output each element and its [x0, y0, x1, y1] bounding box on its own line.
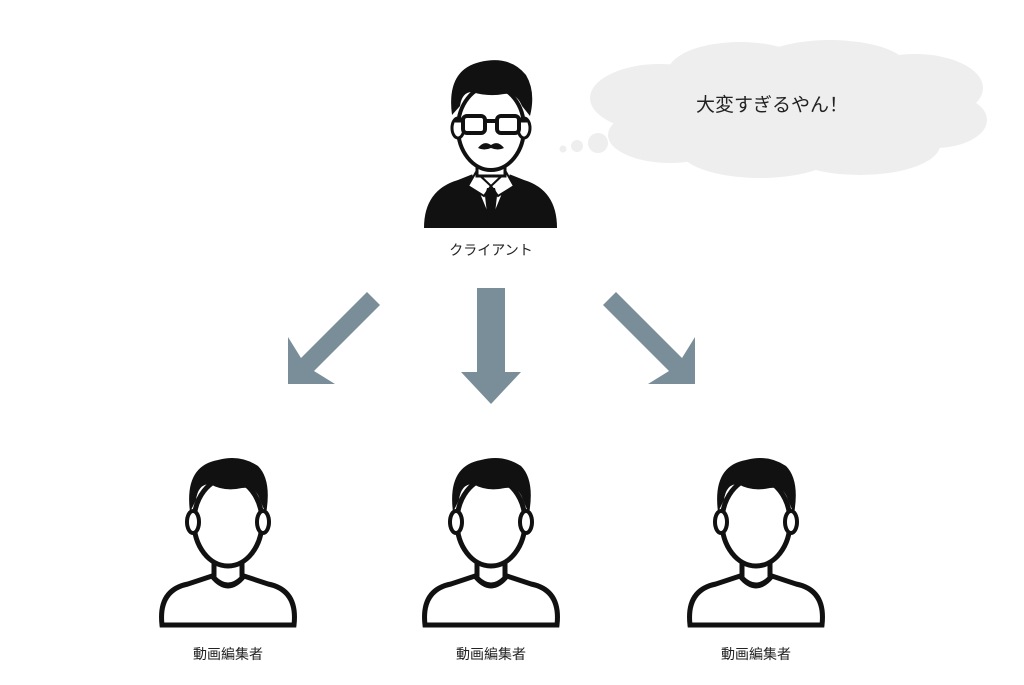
thought-dot-small	[559, 145, 567, 153]
arrow-left	[288, 292, 380, 384]
businessman-with-glasses-icon	[424, 60, 557, 228]
editor-label: 動画編集者	[721, 646, 791, 663]
person-icon	[422, 458, 560, 628]
thought-bubble: 大変すぎるやん！	[559, 40, 987, 178]
editor-label: 動画編集者	[456, 646, 526, 663]
client-label: クライアント	[449, 243, 532, 259]
thought-dot-large	[588, 133, 608, 153]
bubble-text: 大変すぎるやん！	[696, 94, 848, 116]
person-icon	[159, 458, 297, 628]
thought-dot-medium	[571, 140, 583, 152]
arrow-down	[461, 288, 521, 404]
person-icon	[687, 458, 825, 628]
editors-row: 動画編集者 動画編集者 動画編集者	[159, 458, 825, 663]
editor-label: 動画編集者	[193, 646, 263, 663]
arrow-right	[603, 292, 695, 384]
